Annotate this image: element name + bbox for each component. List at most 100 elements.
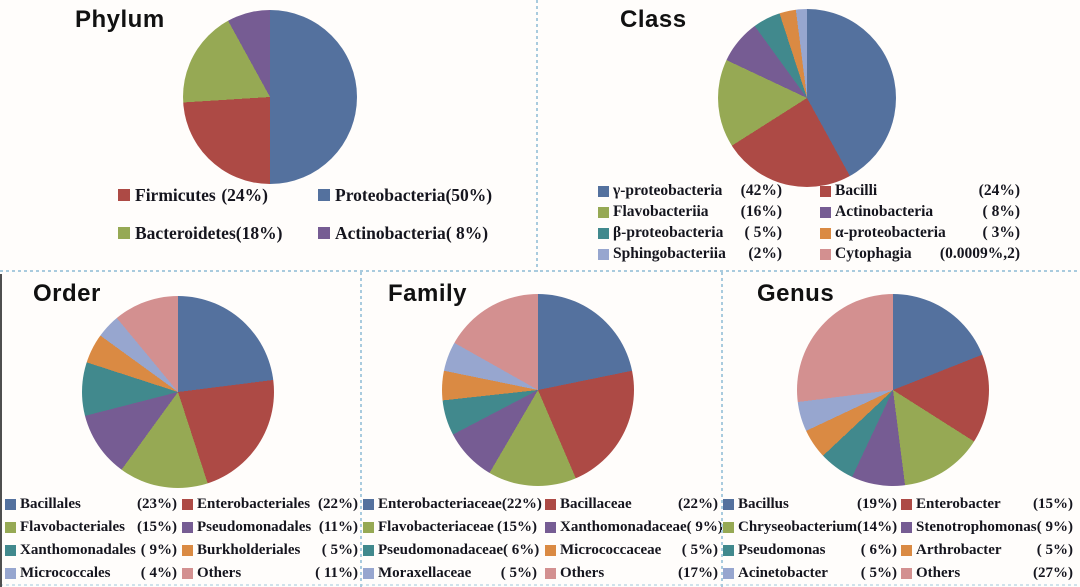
- legend-label: Micrococcaceae: [560, 542, 662, 558]
- legend-swatch-icon: [5, 522, 16, 533]
- legend-percent: ( 8%): [445, 222, 489, 243]
- legend-label: Bacillaceae: [560, 496, 632, 512]
- legend-percent: (50%): [445, 184, 493, 205]
- legend-item: Arthrobacter( 5%): [901, 542, 1073, 559]
- legend-item: Bacillales (23%): [5, 496, 177, 513]
- legend-label: Moraxellaceae: [378, 565, 472, 581]
- legend-swatch-icon: [723, 568, 734, 579]
- legend-swatch-icon: [820, 185, 831, 197]
- legend-label: Acinetobacter: [738, 565, 828, 581]
- order-title: Order: [33, 280, 101, 307]
- legend-swatch-icon: [598, 206, 609, 218]
- legend-percent: (22%): [501, 496, 542, 512]
- legend-label: Xanthomonadaceae: [560, 519, 687, 535]
- legend-percent: ( 6%): [860, 542, 897, 558]
- legend-label: Micrococcales: [20, 565, 111, 581]
- legend-item: Flavobacteriales(15%): [5, 519, 177, 536]
- legend-swatch-icon: [901, 545, 912, 556]
- legend-percent: (22%): [678, 496, 718, 512]
- legend-percent: (17%): [678, 565, 718, 581]
- phylum-pie-chart: [183, 10, 357, 184]
- legend-label: Sphingobacteriia: [613, 245, 726, 262]
- legend-item: Enterobacter(15%): [901, 496, 1073, 513]
- panel-divider-vertical: [536, 0, 538, 272]
- legend-swatch-icon: [363, 499, 374, 510]
- legend-item: Bacillus(19%): [723, 496, 897, 513]
- legend-percent: (24%): [221, 184, 268, 205]
- legend-swatch-icon: [598, 248, 609, 260]
- legend-item: Acinetobacter ( 5%): [723, 565, 897, 582]
- class-legend: γ-proteobacteria(42%) Bacilli(24%) Flavo…: [598, 182, 1020, 262]
- legend-percent: ( 9%): [686, 519, 723, 535]
- legend-item: Enterobacteriales(22%): [182, 496, 358, 513]
- legend-swatch-icon: [545, 568, 556, 579]
- legend-label: Firmicutes: [135, 184, 216, 205]
- legend-label: Enterobacteriaceae: [378, 496, 502, 512]
- legend-percent: ( 8%): [982, 203, 1020, 220]
- legend-percent: (15%): [1033, 496, 1073, 512]
- legend-swatch-icon: [5, 499, 16, 510]
- legend-percent: (24%): [978, 182, 1020, 199]
- legend-swatch-icon: [598, 185, 609, 197]
- legend-swatch-icon: [182, 522, 193, 533]
- legend-label: Others: [197, 565, 242, 581]
- legend-percent: (15%): [137, 519, 177, 535]
- legend-percent: (14%): [857, 519, 898, 535]
- family-title: Family: [388, 280, 468, 307]
- legend-swatch-icon: [901, 568, 912, 579]
- legend-label: Bacilli: [835, 182, 878, 199]
- legend-percent: (2%): [748, 245, 782, 262]
- phylum-panel: Phylum Firmicutes(24%) Proteobacteria(50…: [0, 0, 537, 272]
- legend-item: Flavobacteriia(16%): [598, 203, 782, 220]
- legend-percent: ( 11%): [315, 565, 358, 581]
- genus-panel: Genus Bacillus(19%) Enterobacter(15%) Ch…: [722, 272, 1080, 587]
- legend-swatch-icon: [901, 499, 912, 510]
- legend-swatch-icon: [318, 227, 330, 239]
- genus-pie-chart: [797, 294, 989, 486]
- panel-divider-vertical: [721, 272, 723, 587]
- order-legend: Bacillales (23%) Enterobacteriales(22%) F…: [5, 496, 358, 582]
- legend-item: Xanthomonadales( 9%): [5, 542, 177, 559]
- legend-swatch-icon: [182, 499, 193, 510]
- legend-item: Sphingobacteriia (2%): [598, 245, 782, 262]
- legend-label: Proteobacteria: [335, 184, 446, 205]
- legend-percent: ( 9%): [140, 542, 177, 558]
- legend-label: Bacillales: [20, 496, 81, 512]
- legend-swatch-icon: [118, 189, 130, 201]
- legend-swatch-icon: [545, 545, 556, 556]
- legend-item: Actinobacteria( 8%): [820, 203, 1020, 220]
- legend-swatch-icon: [723, 499, 734, 510]
- legend-swatch-icon: [820, 227, 831, 239]
- legend-item: Bacteroidetes(18%): [118, 222, 282, 244]
- legend-swatch-icon: [820, 248, 831, 260]
- legend-percent: (15%): [497, 519, 537, 535]
- legend-item: Burkholderiales( 5%): [182, 542, 358, 559]
- legend-percent: ( 6%): [503, 542, 540, 558]
- legend-swatch-icon: [363, 522, 374, 533]
- legend-label: Stenotrophomonas: [916, 519, 1037, 535]
- panel-divider-vertical: [360, 272, 362, 587]
- genus-title: Genus: [757, 280, 835, 307]
- legend-percent: (42%): [740, 182, 782, 199]
- legend-percent: ( 5%): [744, 224, 782, 241]
- legend-label: Xanthomonadales: [20, 542, 136, 558]
- legend-label: Actinobacteria: [335, 222, 446, 243]
- family-panel: Family Enterobacteriaceae(22%) Bacillace…: [361, 272, 723, 587]
- legend-percent: ( 5%): [860, 565, 897, 581]
- family-legend: Enterobacteriaceae(22%) Bacillaceae(22%)…: [363, 496, 723, 582]
- legend-label: Bacillus: [738, 496, 789, 512]
- legend-item: β-proteobacteria( 5%): [598, 224, 782, 241]
- legend-label: Cytophagia: [835, 245, 912, 262]
- genus-legend: Bacillus(19%) Enterobacter(15%) Chryseob…: [723, 496, 1073, 582]
- class-title: Class: [620, 6, 687, 33]
- legend-item: Bacilli (24%): [820, 182, 1020, 199]
- legend-swatch-icon: [901, 522, 912, 533]
- legend-percent: (23%): [137, 496, 177, 512]
- legend-percent: (0.0009%,2): [939, 245, 1020, 262]
- legend-label: Enterobacteriales: [197, 496, 311, 512]
- legend-percent: ( 5%): [500, 565, 537, 581]
- order-pie-chart: [82, 296, 274, 488]
- legend-swatch-icon: [363, 545, 374, 556]
- legend-item: α-proteobacteria( 3%): [820, 224, 1020, 241]
